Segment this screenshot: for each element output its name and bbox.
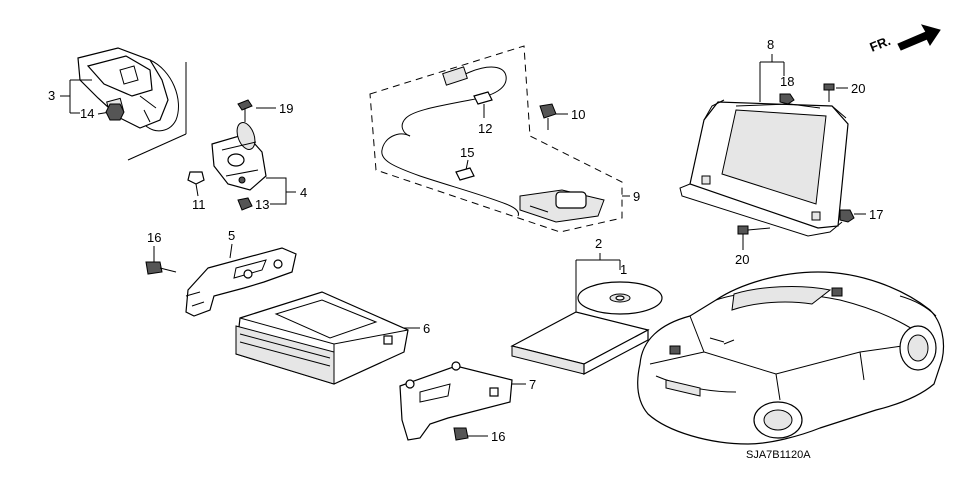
svg-text:18: 18 — [780, 74, 794, 89]
svg-text:3: 3 — [48, 88, 55, 103]
svg-text:12: 12 — [478, 121, 492, 136]
callout-3: 3 — [48, 79, 92, 114]
callout-11: 11 — [187, 171, 206, 212]
callout-12: 12 — [473, 91, 493, 136]
svg-text:20: 20 — [735, 252, 749, 267]
svg-text:9: 9 — [633, 189, 640, 204]
callout-16-top: 16 — [145, 230, 177, 275]
svg-text:8: 8 — [767, 37, 774, 52]
orientation-label: FR. — [868, 33, 893, 55]
orientation-indicator: FR. — [868, 24, 941, 55]
part-disc-case — [510, 311, 650, 375]
callout-15: 15 — [455, 145, 475, 181]
svg-text:5: 5 — [228, 228, 235, 243]
cable-assembly-boundary — [369, 45, 623, 233]
part-bracket-lower — [399, 361, 513, 441]
callout-5: 5 — [228, 228, 235, 259]
part-navigation-unit — [235, 291, 409, 385]
part-camera-unit — [211, 122, 267, 191]
svg-text:7: 7 — [529, 377, 536, 392]
svg-text:15: 15 — [460, 145, 474, 160]
callout-2: 2 — [575, 236, 621, 312]
svg-text:4: 4 — [300, 185, 307, 200]
callout-7: 7 — [512, 377, 536, 392]
svg-text:6: 6 — [423, 321, 430, 336]
callout-8: 8 — [759, 37, 785, 102]
callout-18: 18 — [779, 74, 795, 105]
svg-text:2: 2 — [595, 236, 602, 251]
part-display-unit — [679, 99, 849, 237]
svg-text:16: 16 — [491, 429, 505, 444]
vehicle-illustration — [637, 271, 945, 445]
svg-text:11: 11 — [192, 197, 206, 212]
arrow-icon — [897, 24, 941, 51]
part-antenna-cable — [381, 66, 605, 223]
callout-20-top: 20 — [823, 81, 865, 102]
svg-text:13: 13 — [255, 197, 269, 212]
callout-4: 4 — [266, 177, 307, 205]
svg-text:14: 14 — [80, 106, 94, 121]
part-dvd-disc — [577, 281, 663, 315]
svg-text:10: 10 — [571, 107, 585, 122]
svg-text:1: 1 — [620, 262, 627, 277]
callout-10: 10 — [539, 103, 585, 130]
diagram-code: SJA7B1120A — [746, 449, 811, 461]
callout-19: 19 — [237, 99, 293, 122]
part-camera-assembly — [77, 47, 179, 132]
callout-20-bottom: 20 — [735, 225, 771, 267]
callout-16-bottom: 16 — [453, 427, 505, 444]
callout-9: 9 — [622, 189, 640, 204]
callout-6: 6 — [404, 321, 430, 336]
svg-text:17: 17 — [869, 207, 883, 222]
section-divider — [127, 133, 187, 161]
part-bracket-upper — [185, 247, 297, 317]
callout-14: 14 — [80, 103, 125, 121]
svg-text:16: 16 — [147, 230, 161, 245]
callout-13: 13 — [237, 197, 269, 212]
svg-text:20: 20 — [851, 81, 865, 96]
callout-1: 1 — [620, 262, 627, 277]
callout-17: 17 — [839, 207, 883, 223]
svg-text:19: 19 — [279, 101, 293, 116]
